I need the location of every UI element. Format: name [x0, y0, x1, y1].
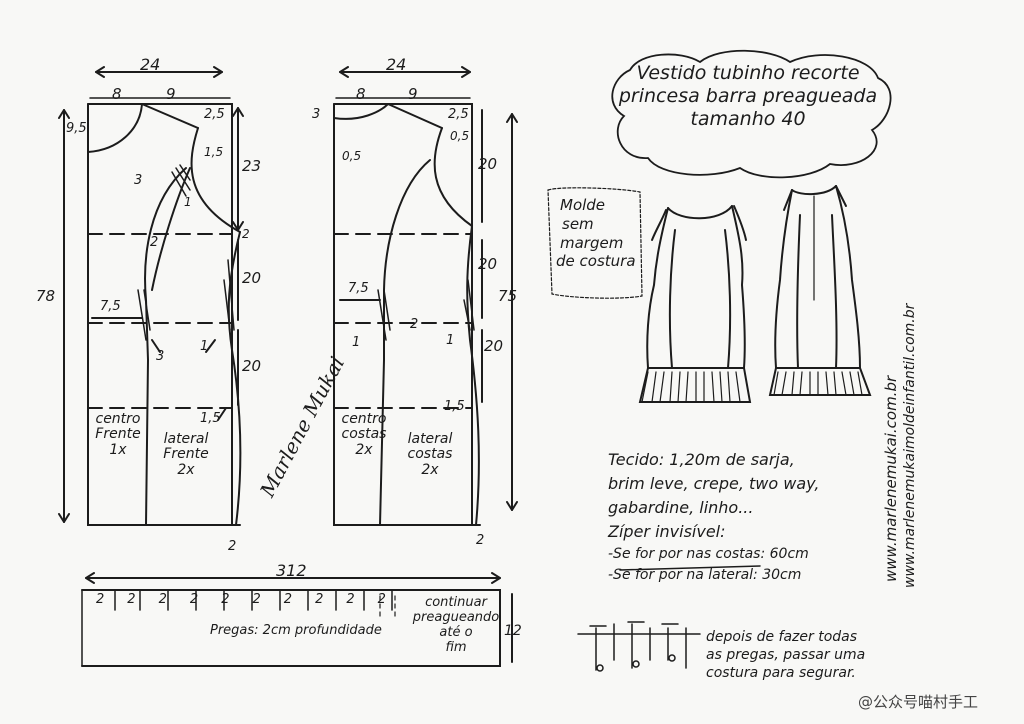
front-mark-1b: 1	[200, 339, 209, 354]
back-neck-mark: 3	[312, 107, 321, 122]
back-mark-15: 1,5	[444, 399, 465, 414]
title-cloud	[611, 49, 892, 179]
website-url: www.marlenemukai.com.br	[882, 375, 900, 582]
pleat-mark: 2	[189, 592, 199, 607]
pleat-mark: 2	[96, 592, 105, 607]
pleat-mark: 2	[346, 592, 355, 607]
watermark: @公众号喵村手工	[858, 693, 979, 711]
title-line-1: Vestido tubinho recorte	[636, 62, 860, 84]
front-hip: 20	[242, 269, 262, 287]
front-mark-15b: 1,5	[200, 411, 221, 426]
materials-notes: Tecido: 1,20m de sarja, brim leve, crepe…	[608, 448, 819, 586]
pleat-mark: 2	[252, 592, 261, 607]
pleat-strip	[81, 572, 513, 667]
pleat-mark: 2	[127, 592, 136, 607]
front-mark-1: 1	[184, 195, 192, 209]
front-neck-depth: 9,5	[66, 121, 87, 136]
pleat-mark: 2	[158, 592, 167, 607]
back-neck-width: 8	[356, 85, 366, 103]
zipper-heading: Zíper invisível:	[608, 522, 726, 541]
pleat-marks: 2 2 2 2 2 2 2 2 2 2	[96, 592, 386, 607]
back-shoulder-width: 9	[408, 85, 418, 103]
front-neck-width: 8	[112, 85, 122, 103]
pleat-mark: 2	[283, 592, 293, 607]
back-mark-2: 2	[410, 317, 419, 332]
fabric-line-3: gabardine, linho...	[608, 498, 754, 517]
pleat-note: Pregas: 2cm profundidade	[210, 623, 382, 638]
back-dart: 7,5	[348, 281, 369, 296]
back-width-total: 24	[386, 55, 407, 74]
dress-front-illustration	[638, 205, 752, 403]
back-mark-05b: 0,5	[450, 129, 470, 143]
back-mark-1b: 1	[446, 333, 455, 348]
back-mark-05a: 0,5	[342, 149, 362, 163]
back-lower: 20	[484, 337, 504, 355]
zipper-back: -Se for por nas costas: 60cm	[608, 546, 809, 562]
front-mark-3: 3	[134, 173, 143, 188]
back-armhole: 20	[478, 155, 498, 173]
title-line-2: princesa barra preagueada	[618, 84, 878, 107]
front-pattern	[58, 66, 244, 526]
back-pattern	[333, 66, 518, 526]
pleat-total: 312	[276, 561, 307, 580]
front-shoulder-drop: 2,5	[204, 107, 225, 122]
front-total-length: 78	[36, 287, 56, 305]
front-bottom-mark: 2	[228, 539, 237, 554]
fabric-line-1: Tecido: 1,20m de sarja,	[608, 450, 795, 469]
front-shoulder-width: 9	[166, 85, 176, 103]
page-title: Vestido tubinho recorte princesa barra p…	[618, 62, 878, 130]
website-url-infantil: www.marlenemukaimoldeinfantil.com.br	[902, 303, 918, 588]
pleat-mark: 2	[221, 592, 230, 607]
zipper-side: -Se for por na lateral: 30cm	[608, 567, 802, 583]
note-box-border	[547, 187, 643, 299]
front-armhole: 23	[242, 157, 262, 175]
dress-back-illustration	[768, 185, 872, 396]
back-bottom-mark: 2	[476, 533, 485, 548]
back-mark-1: 1	[352, 335, 361, 350]
front-dart: 7,5	[100, 299, 121, 314]
title-line-3: tamanho 40	[690, 107, 806, 130]
back-hip: 20	[478, 255, 498, 273]
pleat-mark: 2	[377, 592, 386, 607]
no-seam-allowance-note: Molde sem margem de costura	[556, 196, 636, 271]
front-lower: 20	[242, 357, 262, 375]
front-width-total: 24	[140, 55, 161, 74]
fabric-line-2: brim leve, crepe, two way,	[608, 474, 820, 493]
front-mark-3b: 3	[156, 349, 165, 364]
back-total-length: 75	[498, 287, 518, 305]
back-shoulder-drop: 2,5	[448, 107, 469, 122]
pleat-height: 12	[504, 623, 522, 639]
pleat-diagram	[577, 621, 701, 672]
pleat-mark: 2	[315, 592, 324, 607]
front-mark-2: 2	[150, 235, 159, 250]
front-mark-2b: 2	[242, 227, 250, 241]
front-mark-15: 1,5	[204, 145, 224, 159]
